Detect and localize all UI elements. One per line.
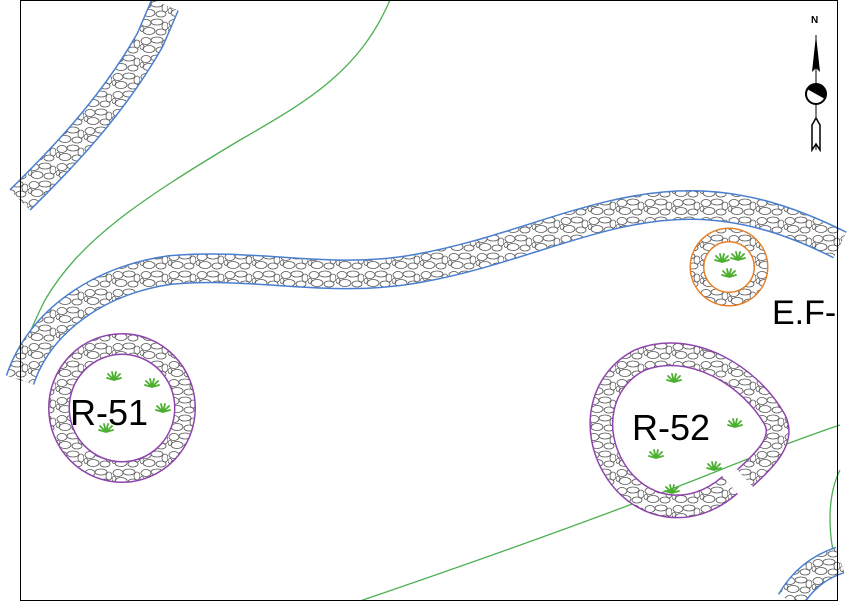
grass-icon [144,378,160,388]
grass-icon [706,461,722,471]
ring-r52 [589,342,790,519]
ring-ef [689,227,769,307]
grass-icon [714,253,730,263]
grass-icon [721,268,737,278]
north-label: N [811,15,819,26]
label-r52: R-52 [632,407,711,448]
grass-icon [727,418,743,428]
grass-icon [666,373,682,383]
grass-icon [648,449,664,459]
contour-line [829,469,841,561]
grass-icon [155,403,171,413]
grass-icon [106,371,122,381]
grass-icon [730,251,746,261]
north-arrow-icon [805,35,827,153]
contour-line [19,0,391,371]
label-ef: E.F- [772,294,837,332]
label-r51: R-51 [70,392,149,433]
ring-r51 [48,333,196,483]
